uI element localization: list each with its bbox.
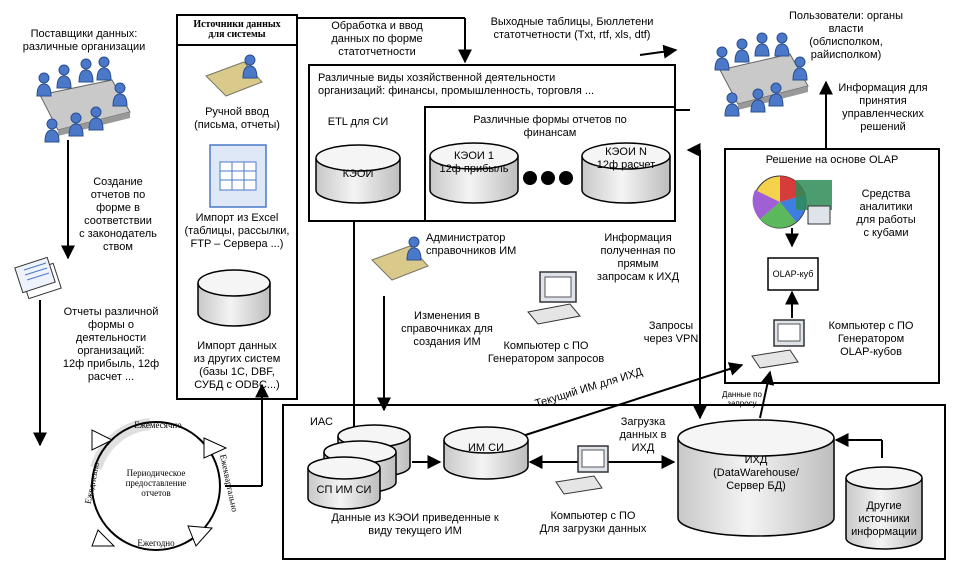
cycle-center-label: Периодическое предоставление отчетов <box>125 468 187 498</box>
on-request-label: Данные по запросу <box>722 390 762 408</box>
cycle-yearly-label: Ежегодно <box>137 538 175 548</box>
other-systems-db-icon <box>197 269 271 327</box>
olap-cube-label: OLAP-куб <box>772 269 814 279</box>
suppliers-label: Поставщики данных: различные организации <box>22 28 146 53</box>
ellipsis-dots <box>523 171 573 185</box>
output-label: Выходные таблицы, Бюллетени статотчетнос… <box>490 16 654 41</box>
analytics-tools-label: Средства аналитики для работы с кубами <box>856 188 916 239</box>
keoi-data-label: Данные из КЭОИ приведенные к виду текуще… <box>331 512 499 537</box>
excel-import-label: Импорт из Excel (таблицы, рассылки, FTP … <box>184 212 290 250</box>
users-meeting-icon <box>714 32 809 117</box>
on-request-arrow <box>759 370 775 419</box>
olap-box <box>724 148 940 384</box>
load-computer-label: Компьютер с ПО Для загрузки данных <box>539 510 647 535</box>
etl-label: ETL для СИ <box>327 116 389 128</box>
excel-sheet-icon <box>209 144 267 208</box>
activity-title: Различные виды хозяйственной деятельност… <box>318 72 595 97</box>
users-label: Пользователи: органы власти (облисполком… <box>788 10 903 61</box>
sources-box <box>176 14 298 400</box>
manual-input-label: Ручной ввод (письма, отчеты) <box>194 106 280 131</box>
analytics-pie-icon <box>752 175 832 229</box>
changes-label: Изменения в справочниках для создания ИМ <box>401 310 493 348</box>
load-label: Загрузка данных в ИХД <box>619 416 667 454</box>
ias-title: ИАС <box>310 416 333 428</box>
olap-title: Решение на основе OLAP <box>765 154 899 166</box>
vpn-label: Запросы через VPN <box>643 320 699 345</box>
keoin-label: КЭОИ N 12ф расчет <box>596 146 656 171</box>
im-si-label: ИМ СИ <box>468 442 504 454</box>
finance-forms-box <box>424 106 676 222</box>
reporting-cycle <box>90 418 228 551</box>
create-reports-label: Создание отчетов по форме в соответствии… <box>76 176 160 254</box>
reports-stack-icon <box>14 256 62 300</box>
finance-forms-label: Различные формы отчетов по финансам <box>473 114 627 139</box>
load-computer-icon <box>555 445 609 495</box>
suppliers-meeting-icon <box>36 56 131 143</box>
keoi-label: КЭОИ <box>342 168 374 180</box>
processing-label: Обработка и ввод данных по форме статотч… <box>331 20 423 58</box>
reports-label: Отчеты различной формы о деятельности ор… <box>52 306 170 384</box>
admin-label: Администратор справочников ИМ <box>426 232 517 257</box>
manual-input-person-icon <box>205 54 263 97</box>
output-arrow <box>639 44 678 59</box>
olap-cube-box <box>767 257 819 291</box>
sources-title: Источники данных для системы <box>178 20 296 46</box>
activity-box <box>308 64 676 222</box>
olap-computer-icon <box>751 319 805 369</box>
query-computer-icon <box>527 271 581 325</box>
keoi-cylinder <box>315 144 401 204</box>
info-decisions-label: Информация для принятия управленческих р… <box>838 82 928 133</box>
ias-box <box>282 404 946 560</box>
cycle-monthly-label: Ежемесячно <box>134 420 182 430</box>
ihd-cylinder <box>677 419 835 537</box>
sp-im-si-label: СП ИМ СИ <box>316 484 372 496</box>
other-sources-cylinder <box>845 466 923 550</box>
admin-person-icon <box>371 236 429 281</box>
current-im-arrow <box>509 362 744 441</box>
ihd-label: ИХД (DataWarehouse/ Сервер БД) <box>713 454 799 492</box>
info-direct-label: Информация полученная по прямым запросам… <box>596 232 680 283</box>
other-import-label: Импорт данных из других систем (базы 1С,… <box>193 340 281 391</box>
olap-computer-label: Компьютер с ПО Генератором OLAP-кубов <box>828 320 914 358</box>
im-si-cylinder <box>443 426 529 480</box>
other-sources-label: Другие источники информации <box>851 500 917 538</box>
keoin-cylinder <box>581 142 671 204</box>
keoi1-cylinder <box>429 142 519 204</box>
keoi1-label: КЭОИ 1 12ф прибыль <box>439 150 509 175</box>
query-computer-label: Компьютер с ПО Генератором запросов <box>487 340 605 365</box>
sp-im-si-stack <box>307 424 411 510</box>
